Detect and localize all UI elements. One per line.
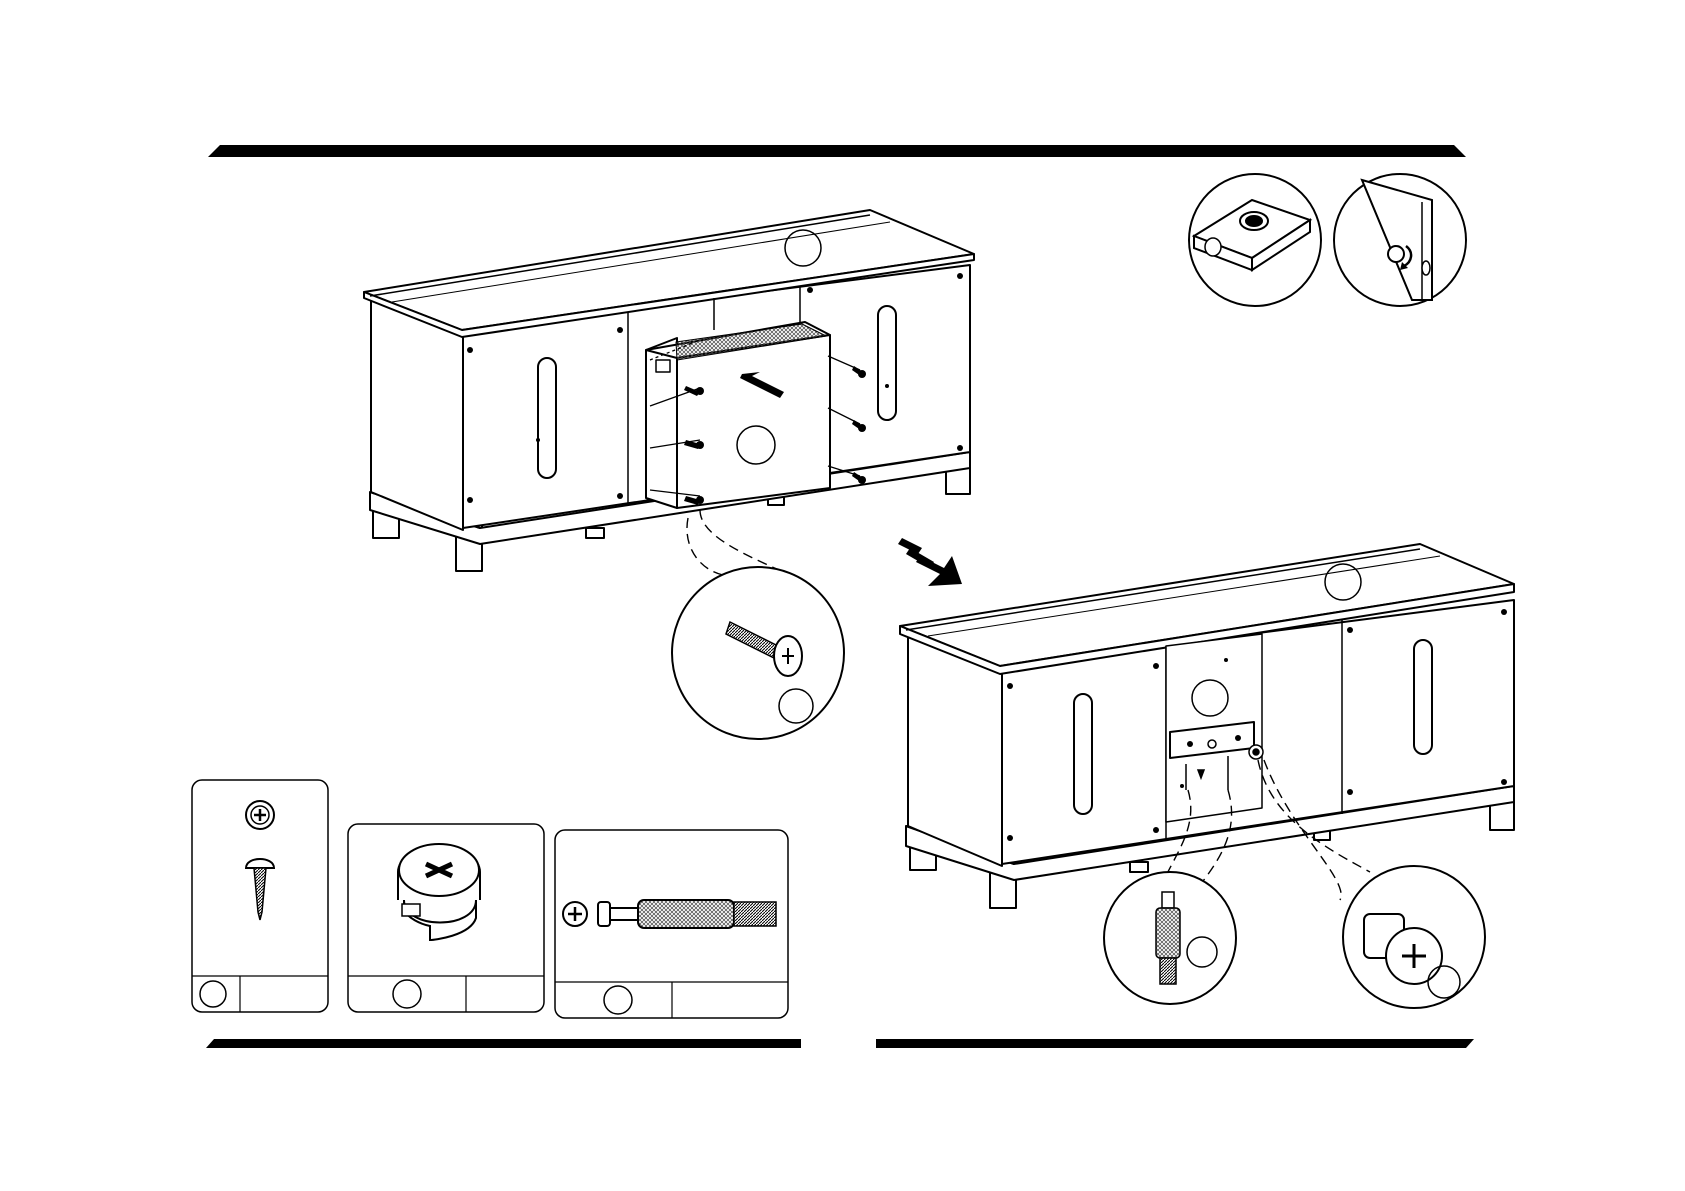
part-box-screw [192, 780, 328, 1012]
footer-bar-left [206, 1039, 801, 1048]
cam-lock-icon [1249, 745, 1263, 759]
part-box-cam-lock [348, 824, 544, 1012]
header-bar [208, 145, 1466, 157]
cam-detail-side [1334, 174, 1466, 306]
door-slot-right [1414, 640, 1432, 754]
screw-detail [672, 510, 844, 739]
cabinet-leg [586, 528, 604, 538]
cabinet-leg [1130, 862, 1148, 872]
door-slot-left [1074, 694, 1092, 814]
part-box-cam-bolt [555, 830, 788, 1018]
door-slot-left [538, 358, 556, 478]
cam-bolt-icon [1388, 246, 1404, 262]
footer-bar-right [876, 1039, 1474, 1048]
back-panel-face [677, 335, 830, 508]
next-step-arrow [898, 538, 962, 586]
cabinet-assembled [900, 544, 1514, 908]
cabinet-body [371, 300, 463, 530]
cam-detail-top [1189, 174, 1321, 306]
door-slot-right [878, 306, 896, 420]
